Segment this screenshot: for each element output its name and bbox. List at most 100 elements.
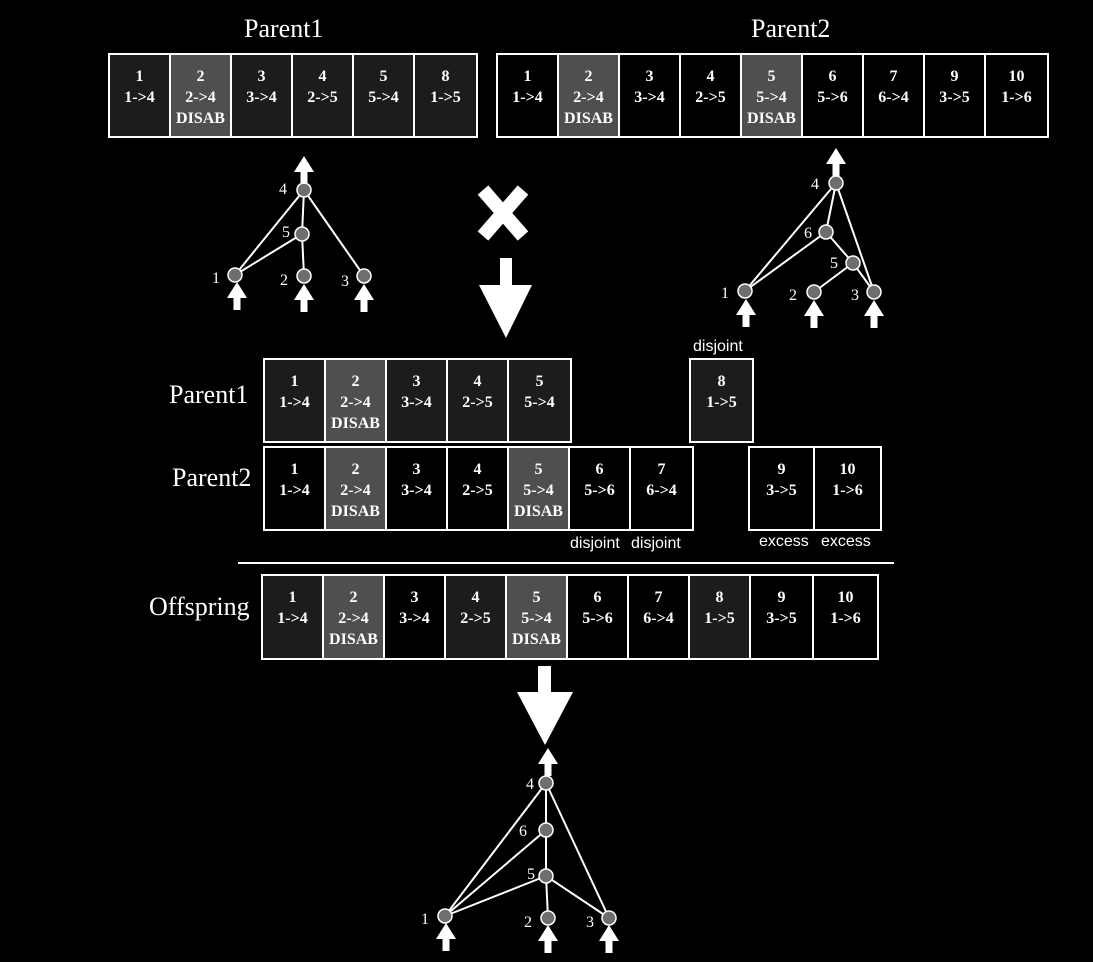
gene-innovation-number: 2 bbox=[196, 68, 205, 85]
node-label: 1 bbox=[721, 285, 729, 302]
gene-connection: 6->4 bbox=[646, 482, 677, 499]
input-arrow-icon bbox=[599, 925, 619, 953]
gene-innovation-number: 6 bbox=[593, 589, 602, 606]
gene-innovation-number: 2 bbox=[349, 589, 358, 606]
gene-innovation-number: 10 bbox=[1008, 68, 1025, 85]
down-arrow-icon bbox=[517, 666, 573, 745]
input-arrow-icon bbox=[538, 925, 558, 953]
gene-connection: 2->5 bbox=[460, 610, 491, 627]
gene-connection: 6->4 bbox=[643, 610, 674, 627]
gene-connection: 2->4 bbox=[573, 89, 604, 106]
node-label: 3 bbox=[851, 287, 859, 304]
gene-cell: 8 1->5 bbox=[415, 55, 476, 136]
node-label: 6 bbox=[804, 225, 812, 242]
gene-innovation-number: 8 bbox=[717, 373, 726, 390]
node-label: 1 bbox=[421, 911, 429, 928]
gene-connection: 6->4 bbox=[878, 89, 909, 106]
gene-connection: 3->4 bbox=[401, 394, 432, 411]
gene-connection: 1->6 bbox=[830, 610, 861, 627]
gene-connection: 1->4 bbox=[277, 610, 308, 627]
output-arrow-icon bbox=[294, 156, 314, 184]
node-label: 4 bbox=[526, 776, 534, 793]
gene-innovation-number: 3 bbox=[645, 68, 654, 85]
parent1-aligned-label: Parent1 bbox=[169, 380, 249, 409]
gene-connection: 1->4 bbox=[512, 89, 543, 106]
gene-connection: 1->5 bbox=[430, 89, 461, 106]
gene-connection: 2->5 bbox=[462, 482, 493, 499]
node-label: 2 bbox=[280, 272, 288, 289]
gene-innovation-number: 8 bbox=[441, 68, 450, 85]
output-arrow-icon bbox=[826, 148, 846, 176]
gene-connection: 2->4 bbox=[340, 482, 371, 499]
gene-cell: 6 5->6 bbox=[568, 576, 629, 658]
gene-cell: 6 5->6 bbox=[570, 448, 631, 529]
disjoint-tag-parent1: disjoint bbox=[693, 338, 743, 355]
input-arrow-icon bbox=[294, 284, 314, 312]
crossover-icon bbox=[477, 185, 529, 241]
gene-innovation-number: 1 bbox=[288, 589, 297, 606]
input-arrow-icon bbox=[227, 282, 247, 310]
gene-cell: 3 3->4 bbox=[387, 360, 448, 441]
gene-innovation-number: 2 bbox=[584, 68, 593, 85]
gene-cell: 7 6->4 bbox=[629, 576, 690, 658]
gene-connection: 2->5 bbox=[307, 89, 338, 106]
node-label: 4 bbox=[279, 181, 287, 198]
gene-innovation-number: 4 bbox=[318, 68, 327, 85]
node-label: 3 bbox=[586, 914, 594, 931]
gene-innovation-number: 5 bbox=[532, 589, 541, 606]
gene-innovation-number: 7 bbox=[654, 589, 663, 606]
gene-innovation-number: 7 bbox=[889, 68, 898, 85]
gene-innovation-number: 5 bbox=[767, 68, 776, 85]
gene-connection: 2->4 bbox=[338, 610, 369, 627]
input-arrow-icon bbox=[804, 300, 824, 328]
gene-innovation-number: 4 bbox=[473, 461, 482, 478]
input-arrow-icon bbox=[736, 299, 756, 327]
gene-connection: 3->5 bbox=[939, 89, 970, 106]
gene-disabled-label: DISAB bbox=[176, 110, 225, 127]
gene-connection: 2->4 bbox=[340, 394, 371, 411]
gene-connection: 5->6 bbox=[584, 482, 615, 499]
parent1-top-label: Parent1 bbox=[244, 14, 324, 43]
gene-innovation-number: 1 bbox=[290, 373, 299, 390]
gene-innovation-number: 5 bbox=[535, 373, 544, 390]
node-label: 5 bbox=[527, 866, 535, 883]
gene-innovation-number: 6 bbox=[595, 461, 604, 478]
disjoint-tag-parent2-b: disjoint bbox=[631, 535, 681, 552]
gene-connection: 3->4 bbox=[399, 610, 430, 627]
gene-connection: 5->4 bbox=[524, 394, 555, 411]
gene-innovation-number: 7 bbox=[657, 461, 666, 478]
parent2-aligned-label: Parent2 bbox=[172, 463, 252, 492]
gene-connection: 5->6 bbox=[582, 610, 613, 627]
gene-connection: 2->5 bbox=[695, 89, 726, 106]
gene-connection: 5->4 bbox=[368, 89, 399, 106]
gene-disabled-label: DISAB bbox=[331, 415, 380, 432]
input-arrow-icon bbox=[436, 923, 456, 951]
gene-innovation-number: 9 bbox=[777, 589, 786, 606]
gene-disabled-label: DISAB bbox=[564, 110, 613, 127]
excess-tag-b: excess bbox=[821, 533, 871, 550]
gene-innovation-number: 8 bbox=[715, 589, 724, 606]
gene-innovation-number: 3 bbox=[412, 373, 421, 390]
gene-cell: 7 6->4 bbox=[864, 55, 925, 136]
